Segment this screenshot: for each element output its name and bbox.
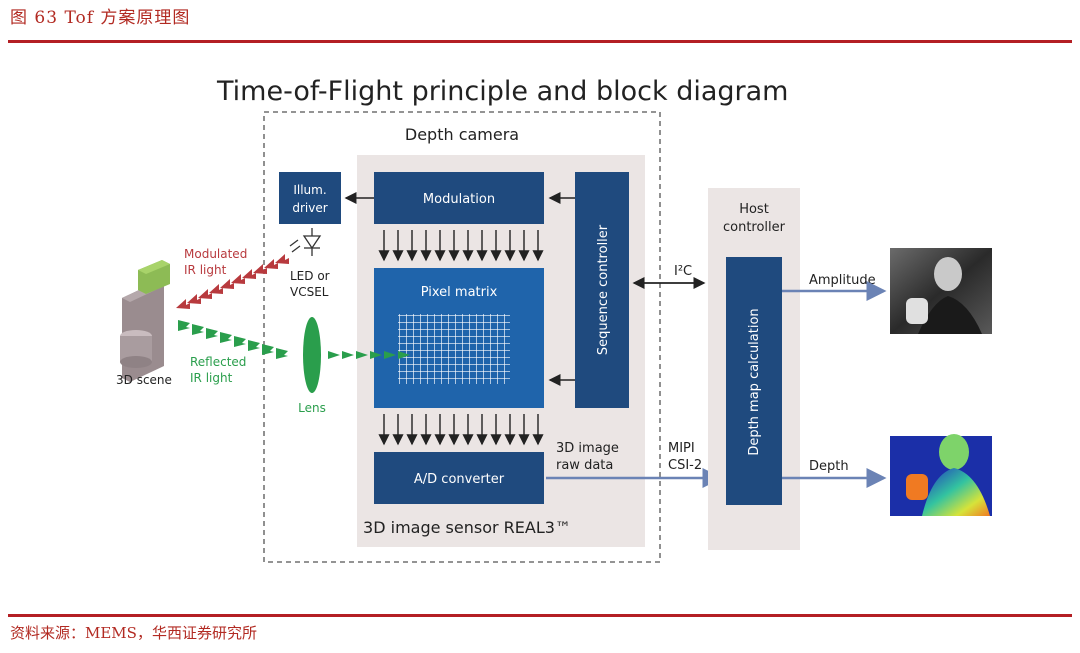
amplitude-image (890, 248, 992, 334)
pixel-matrix-label: Pixel matrix (421, 285, 498, 300)
modulated-ir-label-2: IR light (184, 263, 227, 277)
ad-converter-label: A/D converter (414, 472, 505, 487)
led-icon (289, 228, 322, 256)
depth-label: Depth (809, 459, 849, 474)
illum-driver-block (279, 172, 341, 224)
source-note: 资料来源：MEMS，华西证券研究所 (10, 624, 257, 642)
bottom-rule (8, 614, 1072, 617)
reflected-ir-label-1: Reflected (190, 355, 246, 369)
illum-driver-label-1: Illum. (293, 183, 326, 197)
depth-camera-frame (263, 111, 661, 563)
host-controller-label-2: controller (723, 220, 786, 235)
tof-diagram: Time-of-Flight principle and block diagr… (112, 70, 992, 570)
modulation-to-matrix-arrows (378, 230, 544, 262)
lens-label: Lens (298, 401, 326, 415)
reflected-ir-label-2: IR light (190, 371, 233, 385)
diagram-title: Time-of-Flight principle and block diagr… (216, 76, 788, 107)
modulated-ir-label-1: Modulated (184, 247, 247, 261)
pixel-grid (398, 314, 510, 384)
ad-converter-block (374, 452, 544, 504)
sensor-label: 3D image sensor REAL3™ (363, 518, 571, 537)
host-controller-label-1: Host (739, 202, 769, 217)
depth-camera-label: Depth camera (405, 125, 519, 144)
modulated-ir-arrows (176, 254, 289, 309)
depth-map-calc-block (726, 257, 782, 505)
sequence-controller-block (575, 172, 629, 408)
lens-icon (303, 317, 321, 393)
matrix-to-ad-arrows (378, 414, 544, 446)
illum-driver-label-2: driver (292, 201, 327, 215)
raw-data-label-2: raw data (556, 458, 613, 473)
i2c-label: I²C (674, 264, 692, 279)
sequence-controller-label: Sequence controller (596, 224, 611, 355)
depth-image (890, 434, 992, 516)
top-rule (8, 40, 1072, 43)
modulation-label: Modulation (423, 192, 495, 207)
scene-label: 3D scene (116, 373, 172, 387)
raw-data-label-1: 3D image (556, 441, 619, 456)
mipi-label-1: MIPI (668, 441, 695, 456)
led-label-1: LED or (290, 269, 330, 283)
scene-icon (120, 260, 170, 382)
mipi-label-2: CSI-2 (668, 458, 702, 473)
amplitude-label: Amplitude (809, 273, 876, 288)
led-label-2: VCSEL (290, 285, 329, 299)
figure-caption: 图 63 Tof 方案原理图 (10, 8, 191, 28)
modulation-block (374, 172, 544, 224)
reflected-ir-arrows (178, 320, 410, 359)
depth-map-calc-label: Depth map calculation (747, 308, 762, 455)
